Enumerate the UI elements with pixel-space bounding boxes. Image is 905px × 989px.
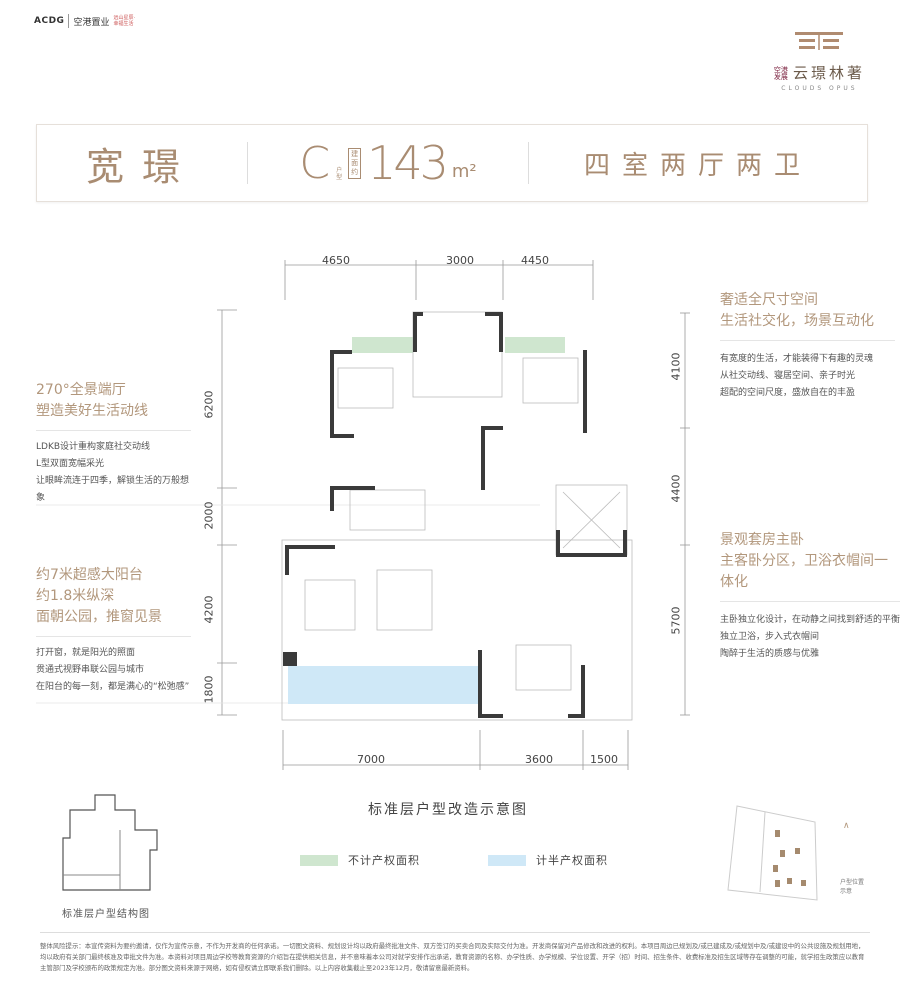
room-layout: 四室两厅两卫 (583, 150, 812, 181)
developer-cn-logo: 空港置业 (73, 17, 110, 28)
area-label: 建面约 (348, 147, 362, 179)
excluded-area-right (505, 337, 565, 353)
area-value: 143 (367, 136, 449, 190)
feature-living: 270°全景端厅 塑造美好生活动线 LDKB设计重构家庭社交动线 L型双面宽幅采… (36, 380, 191, 507)
legend-half: 计半产权面积 (488, 852, 608, 868)
type-label: 户型 (336, 167, 343, 181)
feature-text: 在阳台的每一刻，都是满心的“松弛感” (36, 682, 190, 692)
feature-title: 270°全景端厅 (36, 382, 126, 398)
project-logo: 空港发展 云璟林著 CLOUDS OPUS (774, 30, 865, 92)
dim-left: 6200 (202, 390, 216, 419)
legend-label: 计半产权面积 (536, 854, 608, 867)
feature-master-bedroom: 景观套房主卧 主客卧分区，卫浴衣帽间一体化 主卧独立化设计，在动静之间找到舒适的… (720, 530, 900, 663)
disclaimer: 整体风险提示：本宣传资料为要约邀请，仅作为宣传示意，不作为开发商的任何承诺。一切… (40, 942, 865, 972)
legend-label: 不计产权面积 (348, 854, 420, 867)
feature-text: 打开窗，就是阳光的照面 (36, 648, 136, 658)
dim-right: 4100 (669, 352, 683, 381)
unit-type: C 户型 建面约 143 m² (248, 136, 528, 190)
feature-text: LDKB设计重构家庭社交动线 (36, 442, 151, 452)
dim-bottom: 7000 (357, 753, 385, 766)
footer-divider (40, 932, 870, 933)
half-area-balcony (288, 666, 478, 704)
divider (720, 601, 900, 602)
thumbnail-caption: 标准层户型结构图 (62, 909, 150, 920)
feature-title: 奢适全尺寸空间 (720, 292, 818, 308)
dim-right: 5700 (669, 606, 683, 635)
dim-right: 4400 (669, 474, 683, 503)
walls (283, 312, 627, 718)
feature-title: 塑造美好生活动线 (36, 403, 148, 419)
divider (36, 636, 191, 637)
feature-balcony: 约7米超感大阳台 约1.8米纵深 面朝公园，推窗见景 打开窗，就是阳光的照面 贯… (36, 565, 191, 696)
excluded-area-left (352, 337, 413, 353)
feature-title: 面朝公园，推窗见景 (36, 609, 162, 625)
site-caption: 户型位置示意 (840, 879, 865, 895)
feature-title: 主客卧分区，卫浴衣帽间一体化 (720, 553, 888, 590)
header-divider (247, 142, 248, 184)
dim-left: 4200 (202, 595, 216, 624)
feature-text: 让眼眸流连于四季，解锁生活的万般想象 (36, 476, 190, 503)
feature-text: 贯通式视野串联公园与城市 (36, 665, 145, 675)
feature-space: 奢适全尺寸空间 生活社交化，场景互动化 有宽度的生活，才能装得下有趣的灵魂 从社… (720, 290, 895, 402)
unit-name: 宽璟 (85, 144, 198, 189)
dim-left: 1800 (202, 675, 216, 704)
dim-top: 3000 (446, 254, 474, 267)
standard-floor-thumbnail (62, 794, 158, 891)
feature-title: 景观套房主卧 (720, 532, 804, 548)
partner-logo: 远山星辰·幸福生活 (113, 15, 136, 27)
divider (36, 430, 191, 431)
feature-text: 超配的空间尺度，盛放自在的丰盈 (720, 388, 856, 398)
feature-text: 陶醉于生活的质感与优雅 (720, 649, 820, 659)
feature-title: 约7米超感大阳台 (36, 567, 143, 583)
area-unit: m² (451, 160, 477, 182)
feature-text: 有宽度的生活，才能装得下有趣的灵魂 (720, 354, 874, 364)
north-arrow-icon: ∧ (843, 821, 850, 831)
dim-top: 4450 (521, 254, 549, 267)
site-location-map: ∧ (727, 805, 850, 901)
type-letter: C (299, 137, 331, 189)
project-name: 云璟林著 (792, 64, 865, 82)
project-prefix: 空港发展 (773, 65, 788, 81)
project-name-en: CLOUDS OPUS (781, 85, 858, 92)
dim-top: 4650 (322, 254, 350, 267)
legend-excluded: 不计产权面积 (300, 852, 420, 868)
project-logo-mark-icon (795, 32, 844, 50)
dim-bottom: 1500 (590, 753, 618, 766)
feature-text: 独立卫浴，步入式衣帽间 (720, 632, 820, 642)
feature-title: 生活社交化，场景互动化 (720, 313, 874, 329)
legend-swatch-blue (488, 854, 526, 866)
unit-header: 宽璟 C 户型 建面约 143 m² 四室两厅两卫 (36, 124, 868, 202)
feature-title: 约1.8米纵深 (36, 588, 115, 604)
acdg-logo: ACDG (34, 16, 65, 26)
legend-swatch-green (300, 854, 338, 866)
developer-logos: ACDG 空港置业 远山星辰·幸福生活 (34, 14, 135, 28)
logo-divider (68, 14, 70, 28)
divider (720, 340, 895, 341)
feature-text: L型双面宽幅采光 (36, 459, 105, 469)
dimension-lines (36, 260, 690, 770)
plan-caption: 标准层户型改造示意图 (368, 802, 528, 818)
feature-text: 从社交动线、寝居空间、亲子时光 (720, 371, 856, 381)
dim-bottom: 3600 (525, 753, 553, 766)
feature-text: 主卧独立化设计，在动静之间找到舒适的平衡 (720, 615, 901, 625)
dim-left: 2000 (202, 501, 216, 530)
header-divider (528, 142, 529, 184)
